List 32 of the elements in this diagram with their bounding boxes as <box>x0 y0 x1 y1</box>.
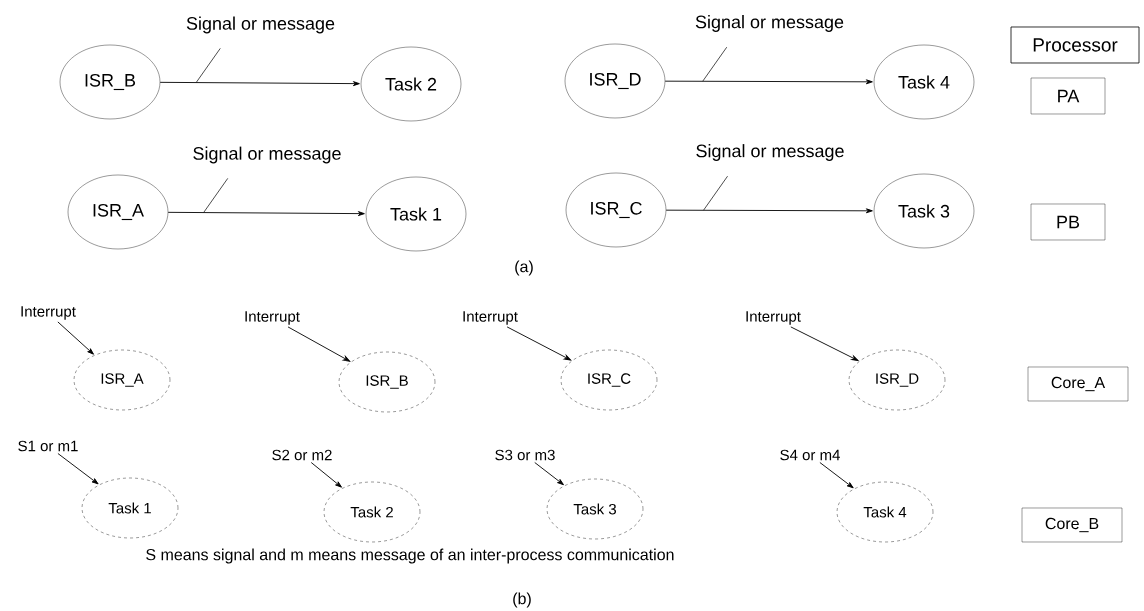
arrow <box>506 326 572 361</box>
node-text: Interrupt <box>21 306 76 320</box>
arrow <box>287 326 351 362</box>
node-text: S3 or m3 <box>495 449 555 461</box>
core-box: Core_A <box>1027 366 1129 402</box>
core-box: Core_B <box>1021 507 1123 543</box>
processor-box: PA <box>1030 77 1106 115</box>
node-text: S2 or m2 <box>272 449 332 461</box>
node-text: S4 or m4 <box>780 449 840 461</box>
arrow <box>57 321 94 355</box>
caption-text: S means signal and m means message of an inter-process communication <box>146 548 674 564</box>
arrow <box>167 211 365 217</box>
edge-label: Signal or message <box>193 146 341 164</box>
arrow <box>664 79 873 85</box>
node-text: Interrupt <box>463 311 518 325</box>
processor-box: PB <box>1030 203 1106 241</box>
processor-box: Processor <box>1010 26 1140 64</box>
edge-label: Signal or message <box>695 15 844 32</box>
caption-text: (b) <box>513 592 531 608</box>
arrow <box>665 208 873 214</box>
arrow <box>819 462 854 489</box>
edge-label: Signal or message <box>186 16 335 34</box>
arrow <box>790 326 859 361</box>
arrow <box>310 462 342 488</box>
caption-text: (a) <box>515 260 533 276</box>
edge-label: Signal or message <box>696 144 844 161</box>
arrow <box>534 462 564 486</box>
node-text: Interrupt <box>746 311 801 325</box>
arrow <box>159 81 360 87</box>
node-text: S1 or m1 <box>18 440 78 452</box>
node-text: Interrupt <box>245 311 300 325</box>
arrow <box>57 453 99 485</box>
